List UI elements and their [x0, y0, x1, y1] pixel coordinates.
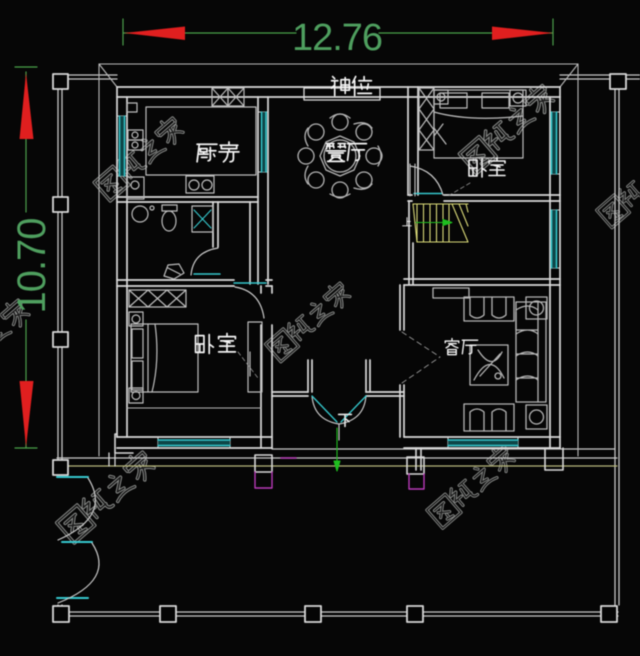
svg-text:12.76: 12.76	[292, 17, 382, 59]
svg-text:10.70: 10.70	[10, 218, 54, 313]
